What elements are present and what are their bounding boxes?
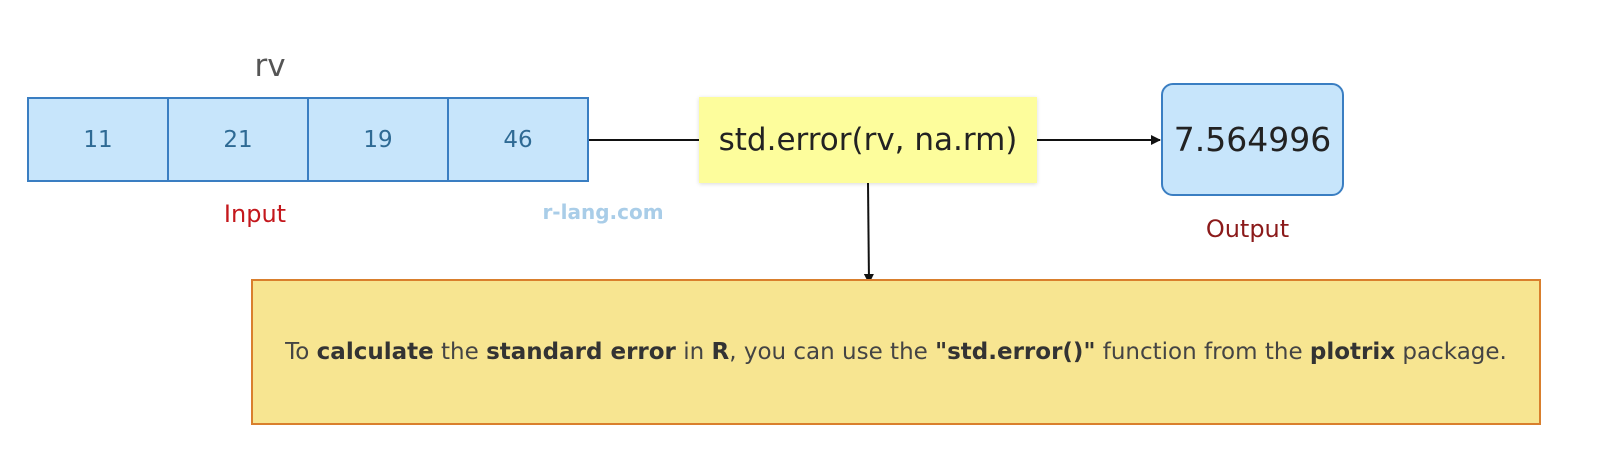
note-segment-bold: plotrix xyxy=(1309,339,1396,365)
function-call-text: std.error(rv, na.rm) xyxy=(718,122,1018,158)
output-label: Output xyxy=(1205,215,1290,243)
input-vector: 11 21 19 46 xyxy=(27,97,589,182)
watermark: r-lang.com xyxy=(542,200,664,224)
note-segment-bold: standard error xyxy=(486,339,676,365)
vector-cell: 46 xyxy=(503,126,533,153)
function-box: std.error(rv, na.rm) xyxy=(699,97,1037,183)
note-segment: package. xyxy=(1395,339,1507,365)
function-to-note-arrow xyxy=(863,182,874,284)
vector-cell: 19 xyxy=(309,99,449,180)
note-segment-bold: R xyxy=(711,339,730,365)
note-box: To calculate the standard error in R, yo… xyxy=(251,279,1541,425)
note-segment: To xyxy=(285,339,317,365)
vector-cell: 11 xyxy=(29,99,169,180)
note-text: To calculate the standard error in R, yo… xyxy=(285,339,1507,365)
note-segment: function from the xyxy=(1095,339,1310,365)
note-segment: the xyxy=(433,339,487,365)
input-label: Input xyxy=(223,200,287,228)
note-segment: , you can use the xyxy=(729,339,936,365)
note-segment: in xyxy=(675,339,712,365)
output-box: 7.564996 xyxy=(1161,83,1344,196)
note-segment-bold: "std.error()" xyxy=(935,339,1096,365)
output-value: 7.564996 xyxy=(1173,120,1332,159)
note-segment-bold: calculate xyxy=(316,339,434,365)
vector-name-label: rv xyxy=(254,48,286,84)
vector-cell: 21 xyxy=(169,99,309,180)
